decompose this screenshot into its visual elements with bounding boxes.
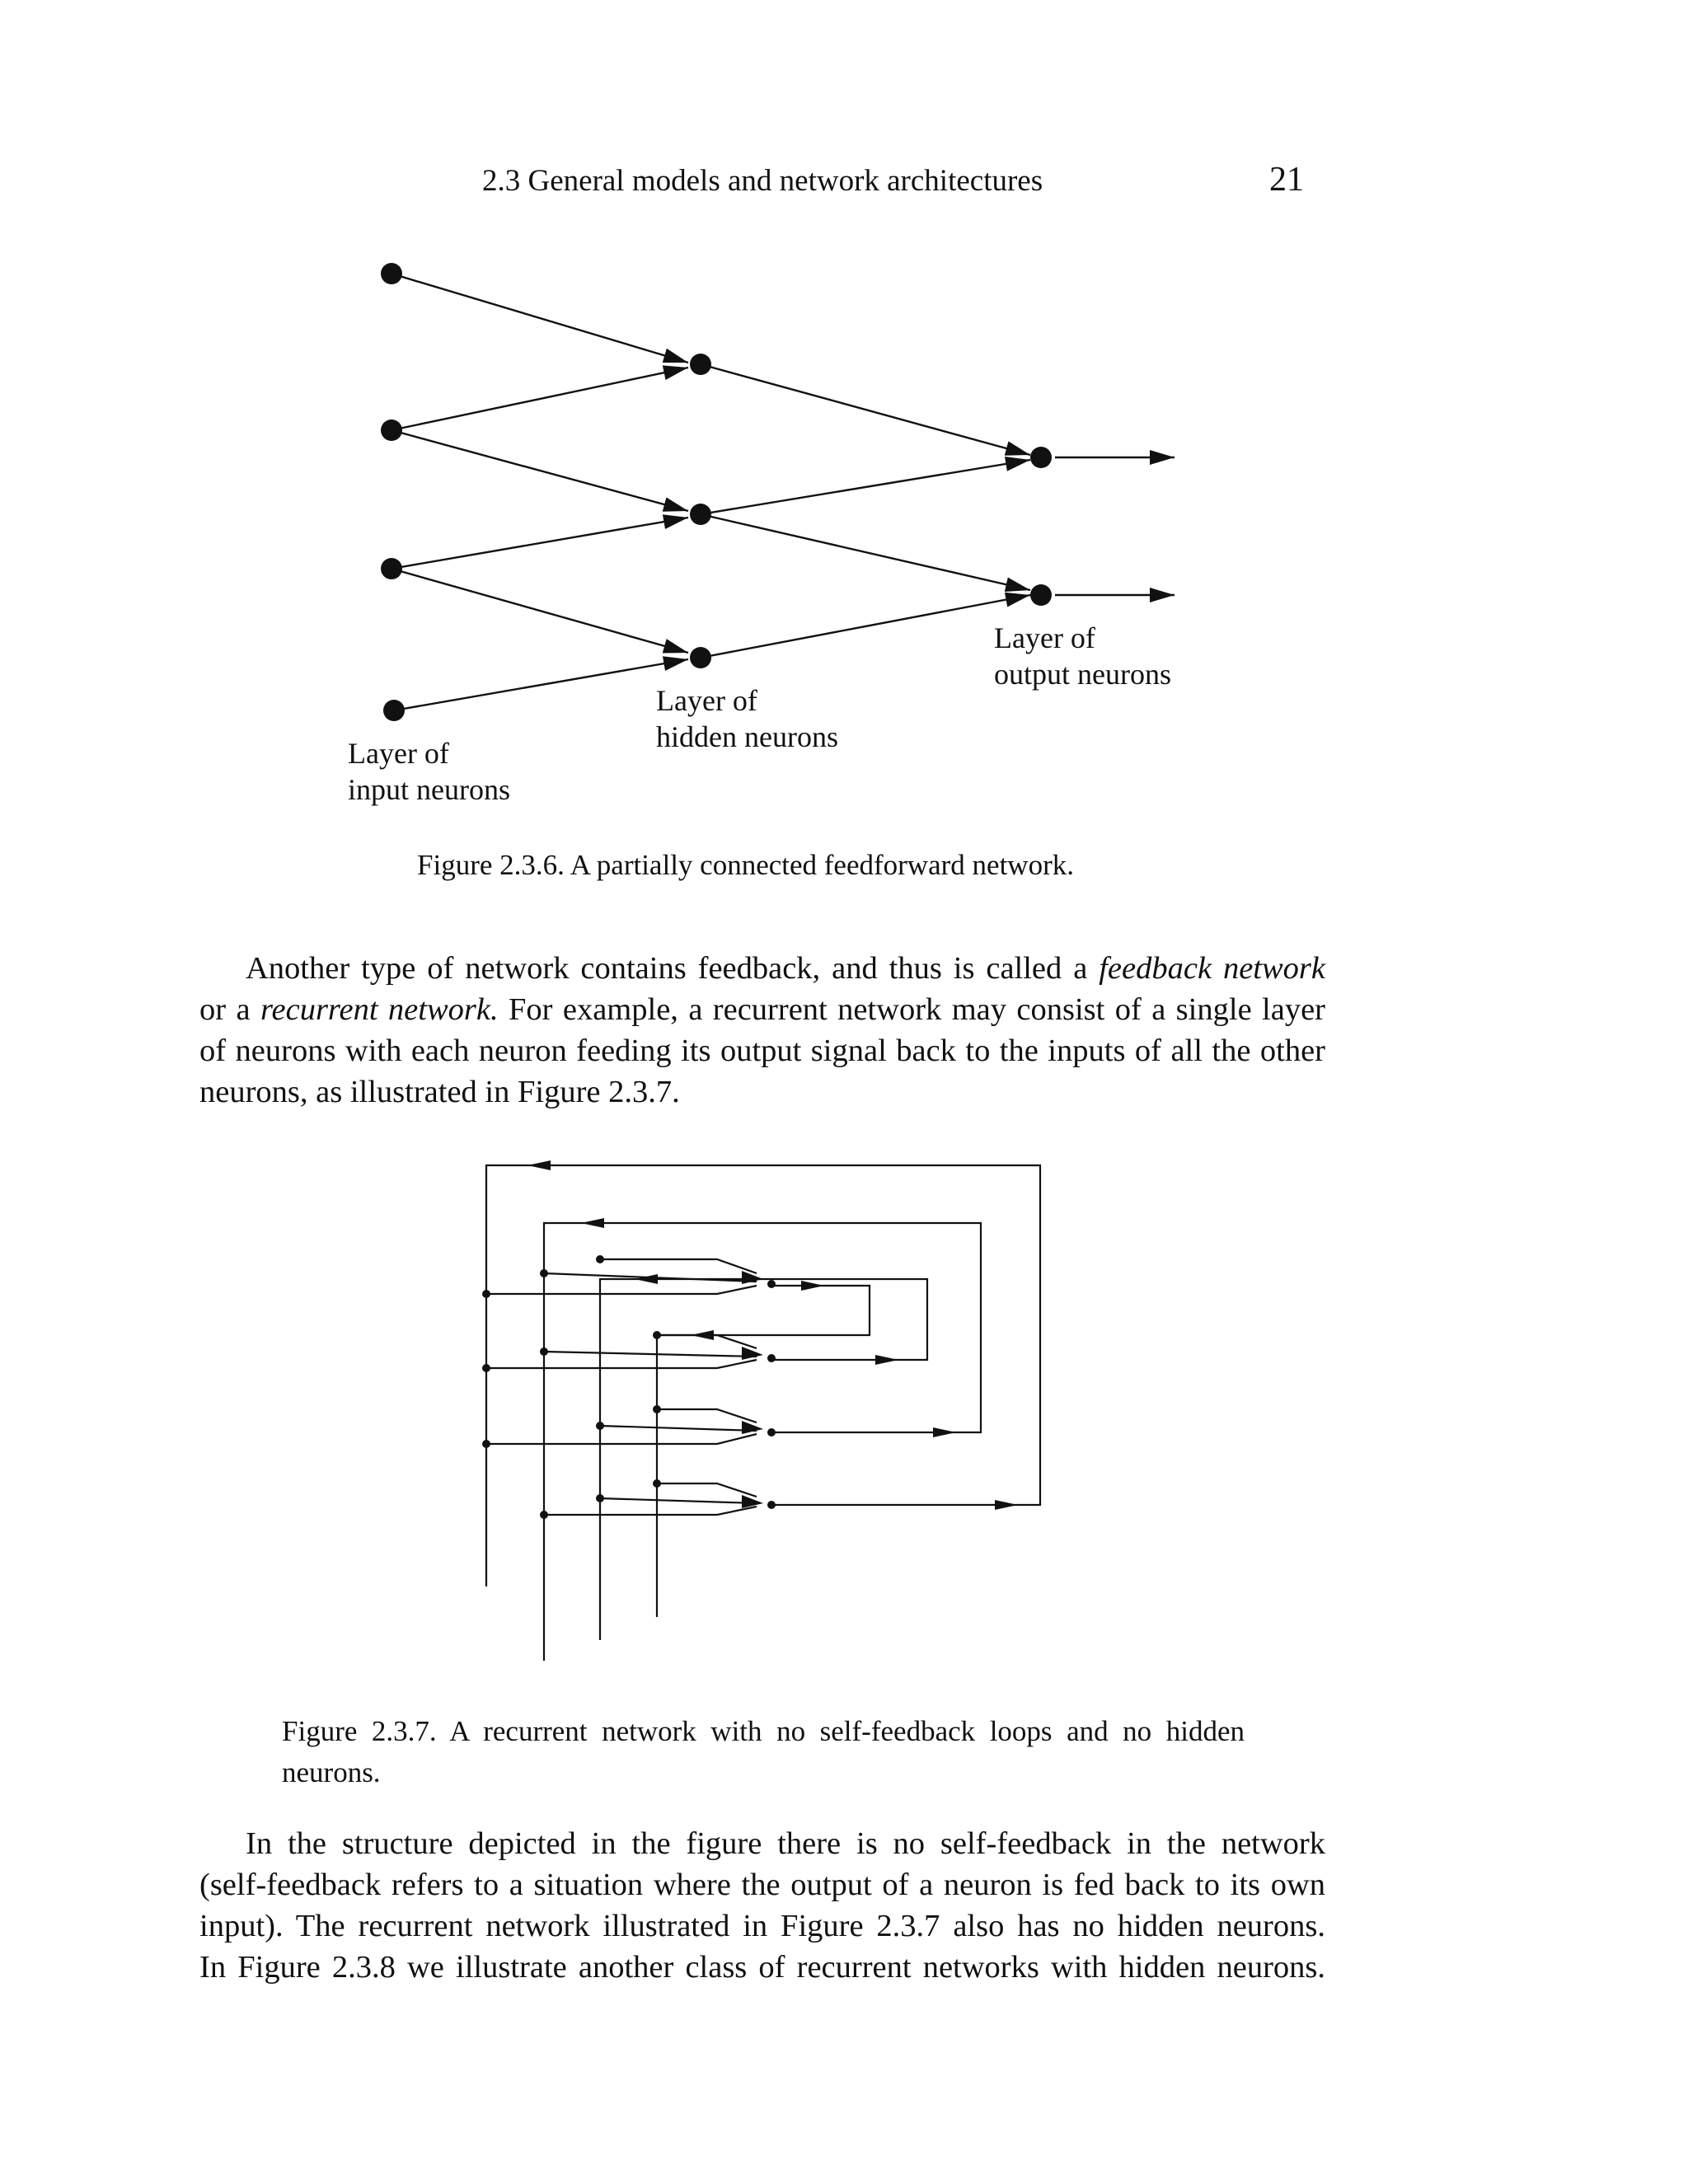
paragraph-1-line-4: neurons, as illustrated in Figure 2.3.7. (199, 1075, 680, 1109)
figure-237-caption: Figure 2.3.7. A recurrent network with n… (282, 1711, 1245, 1793)
edge-in1-h1 (391, 272, 689, 364)
recurrent-neuron-3 (767, 1428, 776, 1436)
feedback-loop-4 (485, 1164, 1042, 1586)
figure-237-caption-line-1: Figure 2.3.7. A recurrent network with n… (282, 1715, 1245, 1747)
loop-arrow-2 (635, 1274, 658, 1284)
loop-arrow-1 (691, 1330, 714, 1340)
figure-236-caption: Figure 2.3.6. A partially connected feed… (417, 849, 1074, 881)
page-number: 21 (1269, 161, 1304, 199)
loop-arrow-3 (581, 1218, 604, 1228)
paragraph-1-line-1: Another type of network contains feedbac… (246, 951, 1326, 986)
edge-in2-h2 (391, 429, 689, 513)
hidden-layer-label: Layer of hidden neurons (656, 684, 838, 753)
edge-h2-o2 (700, 513, 1031, 593)
edge-in3-h2 (391, 514, 689, 570)
paragraph-1-line-3: of neurons with each neuron feeding its … (199, 1033, 1325, 1068)
paragraph-2-line-1: In the structure depicted in the figure … (246, 1826, 1325, 1861)
hidden-neuron-3 (690, 647, 711, 668)
paragraph-2-line-4: In Figure 2.3.8 we illustrate another cl… (199, 1950, 1325, 1985)
input-neuron-3 (381, 558, 402, 579)
edge-h2-o1 (700, 457, 1031, 516)
input-layer-label: Layer of input neurons (348, 737, 510, 806)
edge-in3-h3 (391, 567, 689, 654)
loop-arrow-4 (528, 1160, 551, 1170)
edge-in2-h1 (391, 365, 689, 432)
paragraph-2-line-2: (self-feedback refers to a situation whe… (199, 1868, 1325, 1902)
input-neuron-2 (381, 419, 402, 441)
feedback-loop-3 (542, 1221, 982, 1661)
edge-h1-o1 (700, 363, 1031, 457)
paragraph-2-line-3: input). The recurrent network illustrate… (199, 1909, 1325, 1943)
input-neuron-1 (381, 263, 402, 284)
running-header-title: 2.3 General models and network architect… (482, 164, 1043, 198)
figure-237-caption-line-2: neurons. (282, 1756, 381, 1788)
input-neuron-4 (383, 700, 405, 721)
feedback-loop-2 (598, 1277, 929, 1640)
feedback-loop-1 (655, 1284, 871, 1617)
output-neuron-1 (1030, 447, 1052, 468)
recurrent-neuron-1 (767, 1280, 776, 1288)
body-paragraph-2: In the structure depicted in the figure … (199, 1823, 1325, 1988)
edge-h3-o2 (700, 592, 1031, 659)
hidden-neuron-1 (690, 354, 711, 375)
output-layer-label: Layer of output neurons (994, 621, 1171, 691)
recurrent-neuron-4 (767, 1501, 776, 1509)
hidden-neuron-2 (690, 504, 711, 525)
output-neuron-2 (1030, 584, 1052, 606)
body-paragraph-1: Another type of network contains feedbac… (199, 948, 1325, 1113)
paragraph-1-line-2: or a recurrent network. For example, a r… (199, 992, 1325, 1027)
recurrent-neuron-2 (767, 1354, 776, 1362)
edge-in4-h3 (393, 656, 689, 712)
